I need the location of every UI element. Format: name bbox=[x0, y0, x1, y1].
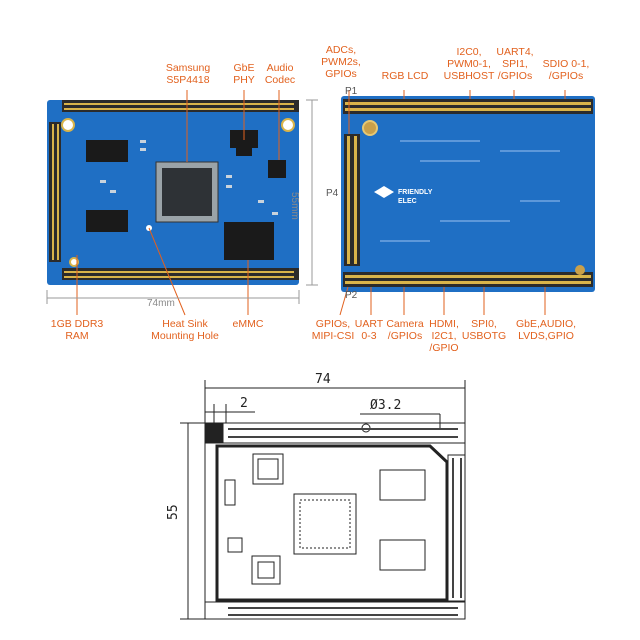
label-uart4: UART4, SPI1, /GPIOs bbox=[496, 46, 534, 82]
label-soc: Samsung S5P4418 bbox=[165, 62, 211, 86]
leaders-front bbox=[76, 90, 280, 316]
label-uart03: UART 0-3 bbox=[354, 318, 384, 342]
tech-drawing bbox=[180, 380, 466, 620]
label-ram: 1GB DDR3 RAM bbox=[50, 318, 104, 342]
board-front bbox=[47, 100, 299, 285]
label-gbe-audio: GbE,AUDIO, LVDS,GPIO bbox=[515, 318, 577, 342]
label-spi0: SPI0, USBOTG bbox=[461, 318, 507, 342]
dim-lines-front bbox=[46, 99, 318, 304]
header-p2: P2 bbox=[345, 290, 358, 301]
leaders-back bbox=[339, 90, 566, 316]
dim-width-top: 74mm bbox=[147, 298, 175, 309]
label-hdmi: HDMI, I2C1, /GPIO bbox=[429, 318, 459, 354]
brand-line1: FRIENDLY bbox=[398, 189, 433, 196]
label-heatsink: Heat Sink Mounting Hole bbox=[151, 318, 219, 342]
label-audio-codec: Audio Codec bbox=[264, 62, 296, 86]
dim-height-drawing: 55 bbox=[166, 504, 181, 520]
label-gpios-mipi: GPIOs, MIPI-CSI bbox=[311, 318, 355, 342]
brand-line2: ELEC bbox=[398, 198, 417, 205]
dim-pitch: 2 bbox=[240, 396, 248, 411]
dim-height-top: 55mm bbox=[289, 192, 300, 220]
label-i2c0: I2C0, PWM0-1, USBHOST bbox=[443, 46, 495, 82]
label-rgb-lcd: RGB LCD bbox=[381, 70, 429, 82]
drawing-pins bbox=[228, 428, 462, 616]
label-adcs: ADCs, PWM2s, GPIOs bbox=[321, 44, 361, 80]
brand-logo-icon bbox=[374, 186, 394, 198]
label-emmc: eMMC bbox=[232, 318, 264, 330]
header-p4: P4 bbox=[326, 188, 339, 199]
header-p1: P1 bbox=[345, 86, 358, 97]
label-sdio: SDIO 0-1, /GPIOs bbox=[542, 58, 590, 82]
board-back bbox=[341, 96, 595, 292]
label-gbe-phy: GbE PHY bbox=[233, 62, 255, 86]
dim-width-drawing: 74 bbox=[315, 372, 331, 387]
dim-hole: Ø3.2 bbox=[370, 398, 402, 413]
label-camera: Camera /GPIOs bbox=[386, 318, 424, 342]
